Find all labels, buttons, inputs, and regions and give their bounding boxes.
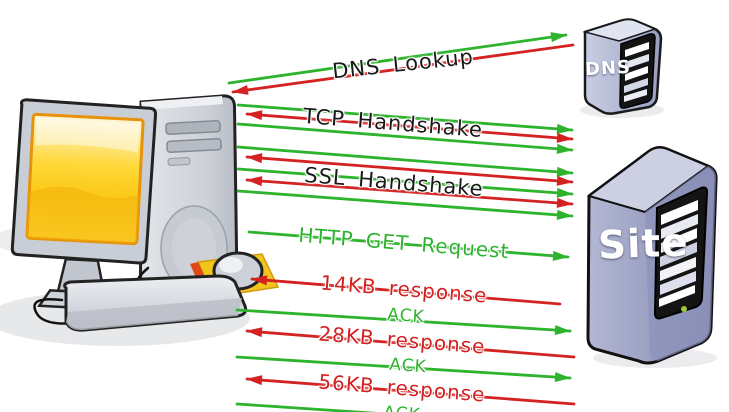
dns-server-label: DNS xyxy=(584,56,632,81)
green-arrow-icon xyxy=(236,122,574,154)
red-arrow-icon xyxy=(231,43,575,95)
red-arrow-icon xyxy=(245,327,576,359)
message-arrows xyxy=(227,32,576,412)
tower-drive-bay xyxy=(165,119,221,136)
tower-button xyxy=(167,156,191,167)
dns-server-icon xyxy=(580,18,664,118)
green-arrow-icon xyxy=(227,32,568,85)
red-arrow-icon xyxy=(245,176,574,208)
message-label-ack-3: ACK xyxy=(383,403,422,412)
site-server-icon xyxy=(586,146,718,368)
client-computer-icon xyxy=(0,94,280,346)
red-arrow-icon xyxy=(250,275,562,306)
red-arrow-icon xyxy=(245,375,576,406)
keyboard-icon xyxy=(63,274,248,332)
site-server-label: Site xyxy=(597,220,690,269)
message-label-ack-1: ACK xyxy=(386,304,426,328)
green-arrow-icon xyxy=(247,230,570,261)
red-arrow-icon xyxy=(245,110,574,143)
monitor-icon xyxy=(10,98,158,312)
tower-drive-bay xyxy=(166,137,222,154)
green-arrow-icon xyxy=(235,308,572,336)
message-label-ack-2: ACK xyxy=(388,354,428,378)
green-arrow-icon xyxy=(235,402,378,412)
site-server-led xyxy=(681,306,687,312)
green-arrow-icon xyxy=(236,189,574,220)
green-arrow-icon xyxy=(235,355,572,383)
